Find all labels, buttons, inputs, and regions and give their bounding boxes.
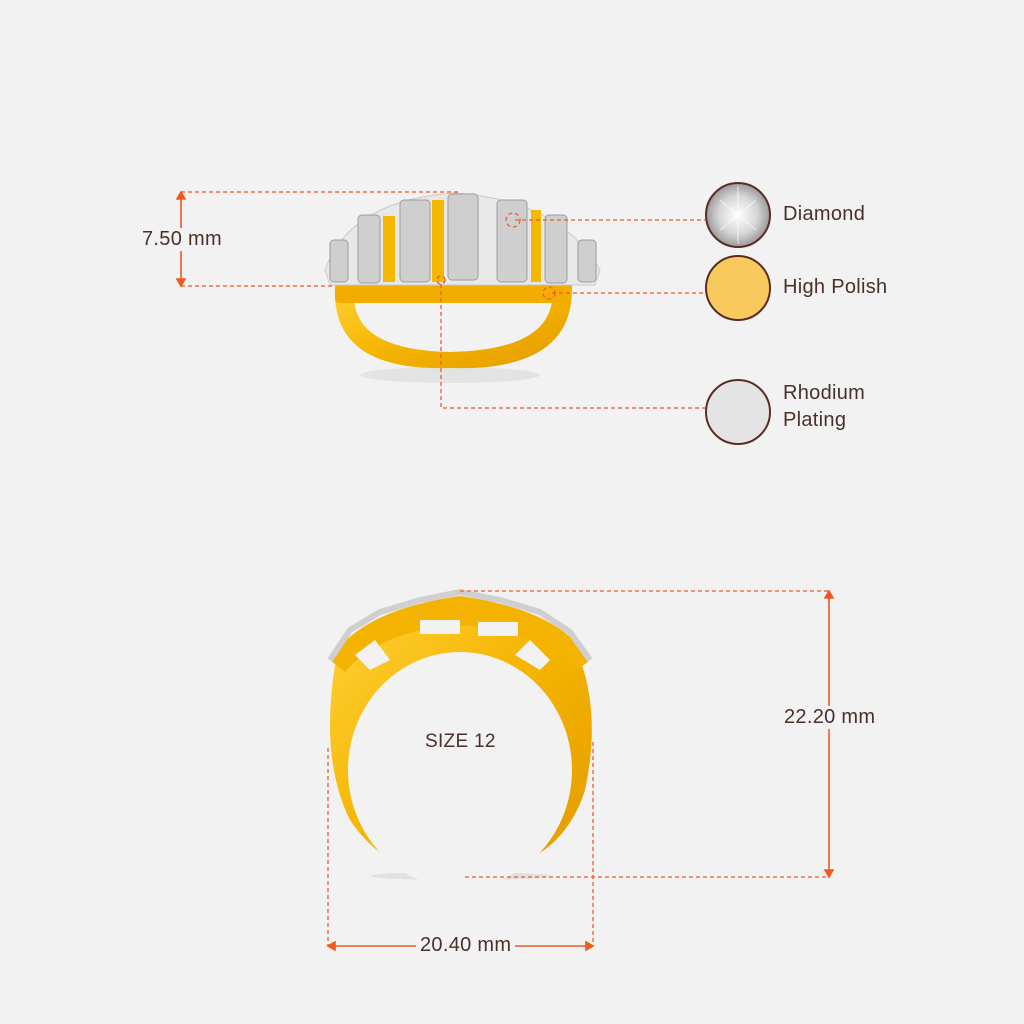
rhodium-plating-swatch — [705, 379, 771, 445]
legend-label-high-polish: High Polish — [783, 276, 888, 298]
dimension-guides — [181, 191, 829, 946]
width-dimension-side: 20.40 mm — [416, 934, 516, 957]
high-polish-swatch — [705, 255, 771, 321]
height-dimension-side: 22.20 mm — [780, 706, 880, 729]
ring-top-view — [324, 192, 601, 383]
ring-size-label: SIZE 12 — [425, 731, 496, 752]
legend-label-diamond: Diamond — [783, 203, 866, 225]
height-dimension-top: 7.50 mm — [138, 228, 226, 251]
legend-label-rhodium-line1: Rhodium — [783, 382, 866, 404]
legend-label-rhodium-line2: Plating — [783, 409, 847, 431]
ring-side-view — [327, 588, 593, 888]
